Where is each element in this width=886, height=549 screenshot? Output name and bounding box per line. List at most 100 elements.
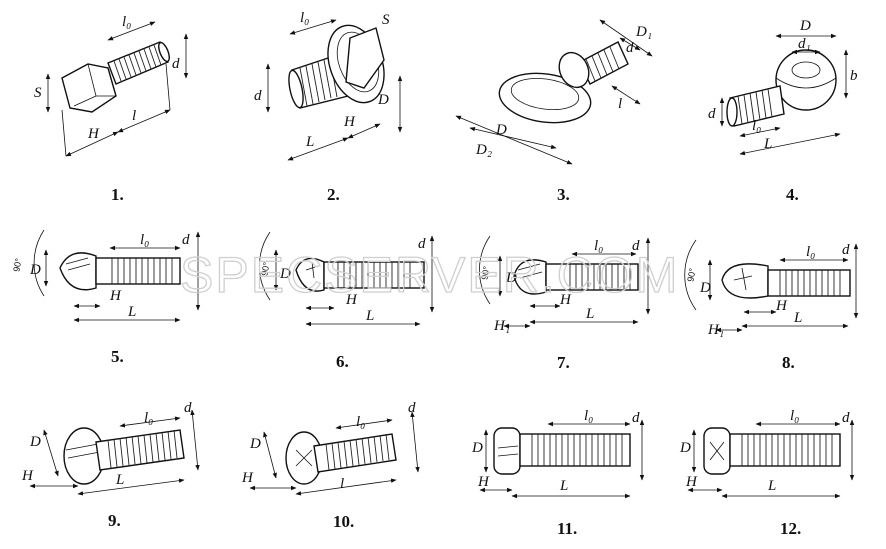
figure-1-hex-bolt: l₀ S d H l 1. xyxy=(34,14,189,204)
figure-11-pan-head-slotted: D l₀ d H L 11. xyxy=(471,408,645,538)
figure-9-cheese-head-slotted: D l₀ d H L 9. xyxy=(21,400,200,530)
figure-8-raised-countersunk-cross: 90° D l₀ d H H₁ L 8. xyxy=(684,239,859,372)
label-d: d xyxy=(632,410,640,426)
label-d-big: D xyxy=(699,280,711,296)
label-d: d xyxy=(842,242,850,258)
figure-number: 2. xyxy=(327,185,340,204)
label-l0: l₀ xyxy=(300,10,309,26)
label-d-big: D xyxy=(29,434,41,450)
label-l: L xyxy=(127,304,136,320)
label-d: d xyxy=(254,88,262,104)
label-l: L xyxy=(767,478,776,494)
dimension-lines-1 xyxy=(45,21,189,157)
label-d-big: D xyxy=(249,436,261,452)
label-d-big: D xyxy=(679,440,691,456)
label-d: d xyxy=(626,40,634,56)
label-d: d xyxy=(182,232,190,248)
label-h: H xyxy=(477,474,490,490)
label-d2: D₂ xyxy=(475,142,492,158)
figure-number: 12. xyxy=(780,519,801,538)
figure-number: 6. xyxy=(336,352,349,371)
label-d: d xyxy=(842,410,850,426)
hex-head-1 xyxy=(61,63,117,113)
label-l0: l₀ xyxy=(790,408,799,424)
dimension-lines-3 xyxy=(455,19,653,165)
dimension-lines-2 xyxy=(265,19,403,161)
label-angle: 90° xyxy=(685,267,697,283)
label-l0: l₀ xyxy=(144,410,153,426)
label-l: L xyxy=(763,136,772,152)
label-l0: l₀ xyxy=(122,14,131,30)
watermark: SPECSERVER.COM xyxy=(180,247,679,303)
figure-7-raised-countersunk-slotted: 90° D l₀ d H H₁ L 7. xyxy=(479,235,651,372)
figure-number: 5. xyxy=(111,347,124,366)
label-l0: l₀ xyxy=(356,414,365,430)
label-l0: l₀ xyxy=(594,238,603,254)
label-d1: D₁ xyxy=(635,24,652,40)
figure-4-eye-bolt: D d₁ b d l₀ L 4. xyxy=(708,18,858,204)
label-l: L xyxy=(585,306,594,322)
eye-ring-3 xyxy=(498,72,592,124)
eye-4 xyxy=(775,49,837,111)
label-s: S xyxy=(34,85,42,101)
label-h1: H₁ xyxy=(493,318,510,334)
label-d: d xyxy=(172,56,180,72)
label-h: H xyxy=(343,114,356,130)
label-d-top: D xyxy=(799,18,811,34)
label-l: L xyxy=(305,134,314,150)
label-s: S xyxy=(382,12,390,28)
label-d: d xyxy=(632,238,640,254)
label-l0: l₀ xyxy=(752,118,761,134)
serrated-flange-2 xyxy=(327,24,385,104)
label-angle: 90° xyxy=(11,257,23,273)
label-d: d xyxy=(184,400,192,416)
figure-6-countersunk-cross: 90° D d H L 6. xyxy=(259,231,435,371)
figure-2-flange-bolt: l₀ S d D H L 2. xyxy=(254,10,403,204)
label-d: d xyxy=(708,106,716,122)
label-l: l xyxy=(618,96,622,112)
label-l: L xyxy=(115,472,124,488)
label-angle: 90° xyxy=(259,261,271,277)
figure-3-eye-nut: D₁ d D D₂ l 3. xyxy=(455,19,653,204)
label-h: H xyxy=(241,470,254,486)
dimension-lines-4 xyxy=(719,33,849,156)
label-l0: l₀ xyxy=(140,232,149,248)
bolt-1-thread xyxy=(107,41,170,85)
label-h: H xyxy=(559,292,572,308)
label-h: H xyxy=(685,474,698,490)
label-l: L xyxy=(365,308,374,324)
label-angle: 90° xyxy=(479,265,491,281)
figure-10-cheese-head-cross: D l₀ d H l 10. xyxy=(241,400,420,531)
label-d-big: D xyxy=(471,440,483,456)
label-l: l xyxy=(132,108,136,124)
label-d-ring: D xyxy=(495,122,507,138)
label-b: b xyxy=(850,68,858,84)
label-h: H xyxy=(87,126,100,142)
figure-12-pan-head-cross: D l₀ d H L 12. xyxy=(679,408,855,538)
label-l: l xyxy=(340,476,344,492)
label-h1: H₁ xyxy=(707,322,724,338)
label-l0: l₀ xyxy=(584,408,593,424)
figure-number: 7. xyxy=(557,353,570,372)
figure-number: 9. xyxy=(108,511,121,530)
label-d-big: D xyxy=(29,262,41,278)
figure-number: 8. xyxy=(782,353,795,372)
label-d-big: D xyxy=(377,92,389,108)
label-d: d xyxy=(408,400,416,416)
label-h: H xyxy=(775,298,788,314)
label-d-big: D xyxy=(279,266,291,282)
label-l: L xyxy=(559,478,568,494)
bolt-2-thread xyxy=(288,53,349,109)
bolt-4-thread xyxy=(726,85,785,127)
label-h: H xyxy=(21,468,34,484)
label-h: H xyxy=(345,292,358,308)
figure-number: 11. xyxy=(557,519,577,538)
label-l: L xyxy=(793,310,802,326)
figure-number: 3. xyxy=(557,185,570,204)
label-d-big: D xyxy=(505,270,517,286)
figure-number: 1. xyxy=(111,185,124,204)
figure-number: 10. xyxy=(333,512,354,531)
label-d1: d₁ xyxy=(798,36,811,52)
label-h: H xyxy=(109,288,122,304)
